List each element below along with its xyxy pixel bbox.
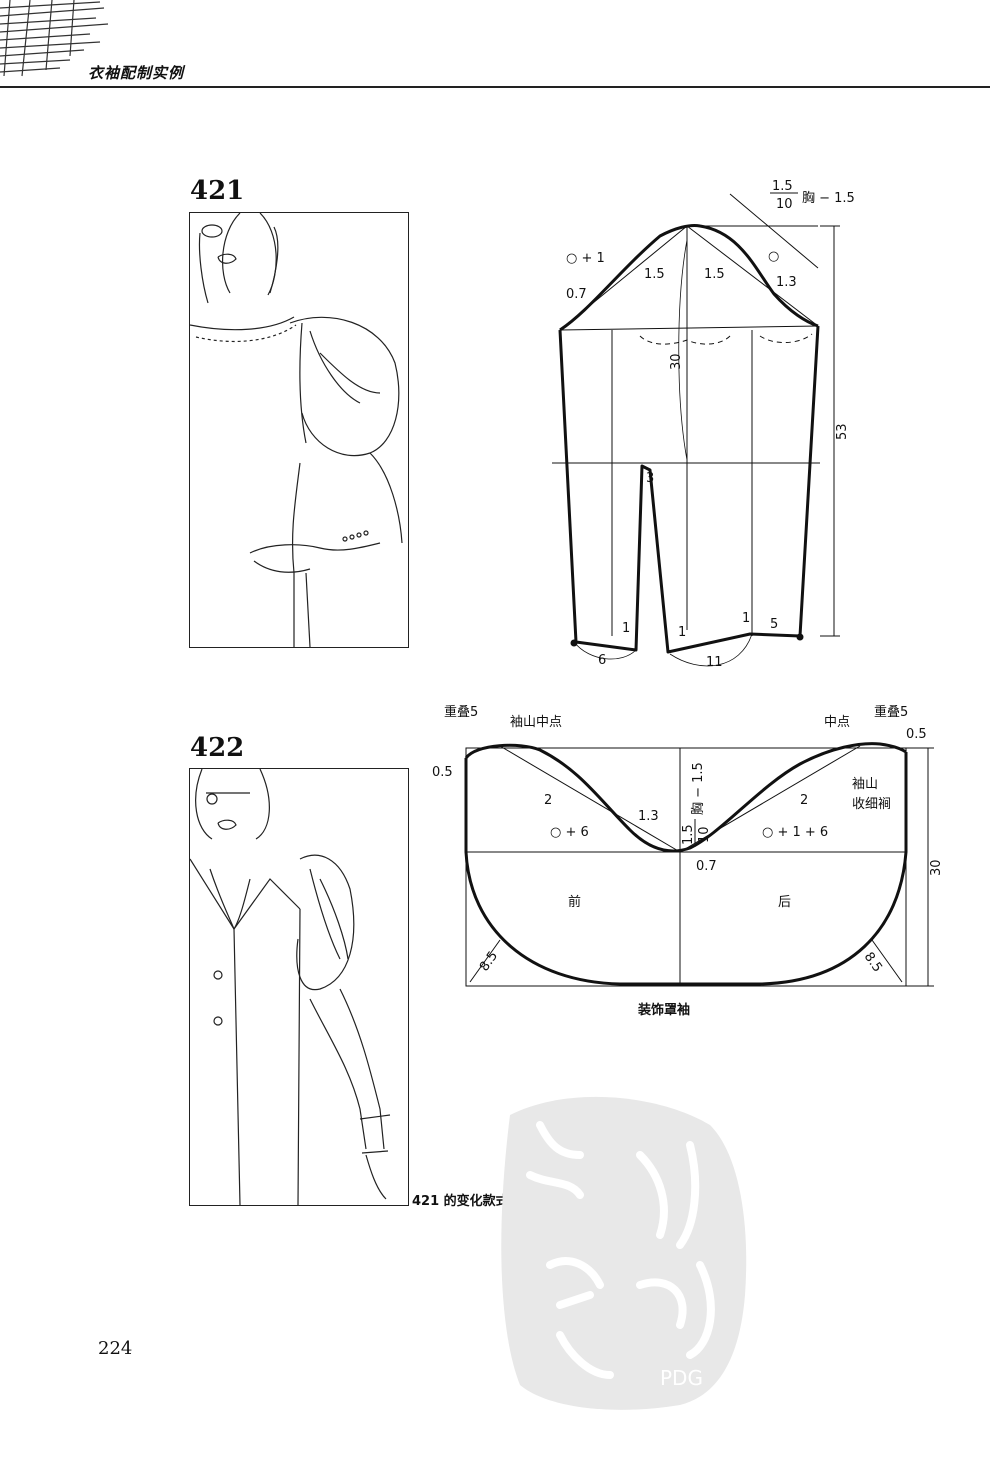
label-1-3: 1.3 (776, 275, 797, 290)
label-6: 6 (598, 653, 606, 668)
label-3: 3 (646, 471, 654, 486)
label-1-5-right: 1.5 (704, 267, 725, 282)
figure-421-illustration (189, 212, 409, 648)
label-overlap-left: 重叠5 (444, 704, 478, 720)
label-0-5-left: 0.5 (432, 765, 453, 780)
label-length-53: 53 (835, 423, 850, 440)
label-1-a: 1 (622, 621, 630, 636)
label-gather-line2: 收细裥 (852, 797, 891, 812)
label-formula-rest: 胸 − 1.5 (802, 191, 855, 206)
label-circle-plus-1-plus-6: ○ + 1 + 6 (762, 825, 828, 840)
label-back: 后 (778, 895, 791, 910)
figure-421-sketch (189, 212, 403, 648)
label-cap-midpoint: 袖山中点 (510, 715, 562, 730)
figure-422-illustration (189, 768, 409, 1206)
label-1-c: 1 (742, 611, 750, 626)
label-0-7: 0.7 (566, 287, 587, 302)
label-length-30: 30 (669, 353, 684, 370)
label-circle-plus-1: ○ + 1 (566, 251, 605, 266)
label-front: 前 (568, 894, 581, 910)
figure-421-number: 421 (190, 176, 245, 206)
label-1-b: 1 (678, 625, 686, 640)
figure-422-number: 422 (190, 733, 245, 763)
watermark-seal: PDG (501, 1096, 747, 1410)
label-overlap-right: 重叠5 (874, 704, 908, 720)
label-1-5-left: 1.5 (644, 267, 665, 282)
label-formula-rest: 胸 − 1.5 (691, 762, 706, 815)
label-0-5-right: 0.5 (906, 727, 927, 742)
label-circle-right: ○ (768, 249, 779, 264)
label-0-7: 0.7 (696, 859, 717, 874)
header-texture (0, 0, 109, 77)
label-2-left: 2 (544, 793, 552, 808)
label-circle-plus-6: ○ + 6 (550, 825, 589, 840)
label-formula-den: 10 (776, 197, 793, 212)
pattern-title: 装饰罩袖 (637, 1002, 690, 1018)
label-length-30: 30 (929, 859, 940, 876)
label-formula-frac: 1.5 (772, 180, 793, 194)
header-title: 衣袖配制实例 (88, 64, 185, 82)
label-1-3: 1.3 (638, 809, 659, 824)
label-8-5-left: 8.5 (477, 949, 501, 975)
header-rule (0, 86, 990, 88)
figure-422-sketch (189, 768, 391, 1206)
label-gather-line1: 袖山 (852, 777, 878, 792)
label-formula-den: 10 (697, 826, 712, 843)
page-number: 224 (98, 1338, 133, 1359)
figure-422-pattern: 重叠5 袖山中点 中点 重叠5 0.5 0.5 2 2 ○ + 6 ○ + 1 … (432, 704, 940, 1018)
figure-422-caption: 421 的变化款式 (412, 1194, 509, 1209)
svg-text:PDG: PDG (660, 1366, 703, 1390)
label-2-right: 2 (800, 793, 808, 808)
figure-421-pattern: ○ + 1 0.7 1.5 1.5 1.3 ○ 1.5 10 胸 − 1.5 5… (552, 180, 855, 670)
label-midpoint: 中点 (824, 715, 850, 730)
label-11: 11 (706, 655, 723, 670)
label-5: 5 (770, 617, 778, 632)
label-formula-frac: 1.5 (681, 824, 696, 845)
